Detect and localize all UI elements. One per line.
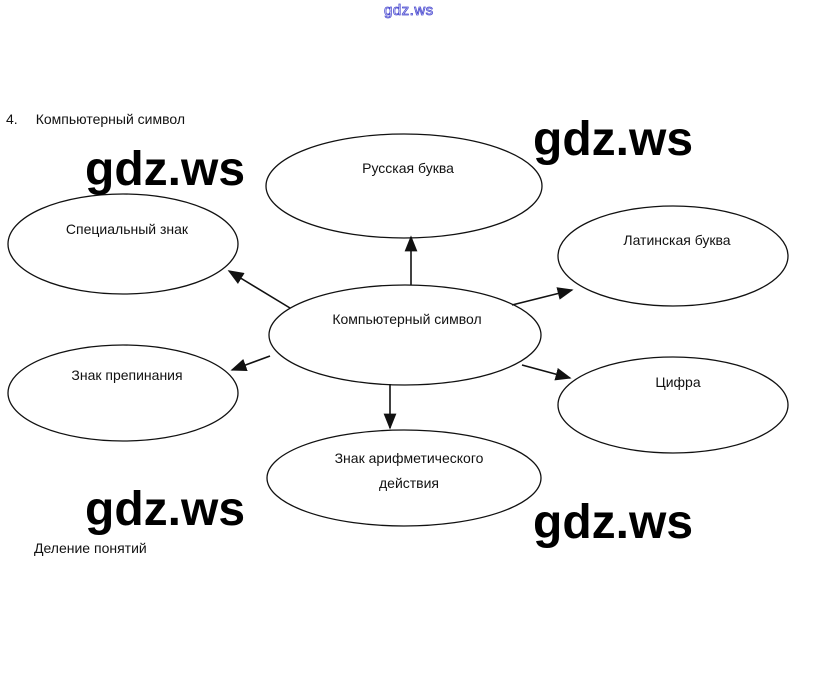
watermark: gdz.ws: [85, 483, 246, 536]
node-top-ellipse: [265, 133, 543, 239]
node-center-ellipse: [268, 284, 542, 386]
task-title: Компьютерный символ: [35, 111, 186, 127]
node-bottom-right-label: Цифра: [655, 374, 700, 390]
node-top-left-ellipse: [7, 193, 239, 295]
node-bottom-ellipse: [266, 429, 542, 527]
node-top-label: Русская буква: [362, 160, 454, 176]
node-bottom-left-ellipse: [7, 344, 239, 442]
watermark: gdz.ws: [533, 496, 694, 549]
task-number: 4.: [6, 111, 18, 127]
node-top-right-ellipse: [557, 205, 789, 307]
task-heading: 4. Компьютерный символ: [6, 111, 185, 127]
arrow-to-bottom-left: [230, 355, 271, 372]
node-top-right-label: Латинская буква: [623, 232, 730, 248]
node-bottom-label-line2: действия: [379, 475, 439, 491]
node-center-label: Компьютерный символ: [332, 311, 481, 327]
watermark-top: gdz.ws: [384, 2, 434, 20]
node-bottom-label-line1: Знак арифметического: [335, 450, 484, 466]
watermark: gdz.ws: [85, 143, 246, 196]
watermark: gdz.ws: [533, 113, 694, 166]
footer-text: Деление понятий: [34, 540, 147, 556]
arrow-to-top-left: [227, 270, 291, 309]
node-top-left-label: Специальный знак: [66, 221, 189, 237]
arrow-to-top-right: [511, 287, 574, 306]
arrow-to-bottom-right: [521, 364, 572, 381]
node-bottom-left-label: Знак препинания: [71, 367, 182, 383]
node-bottom-right-ellipse: [557, 356, 789, 454]
